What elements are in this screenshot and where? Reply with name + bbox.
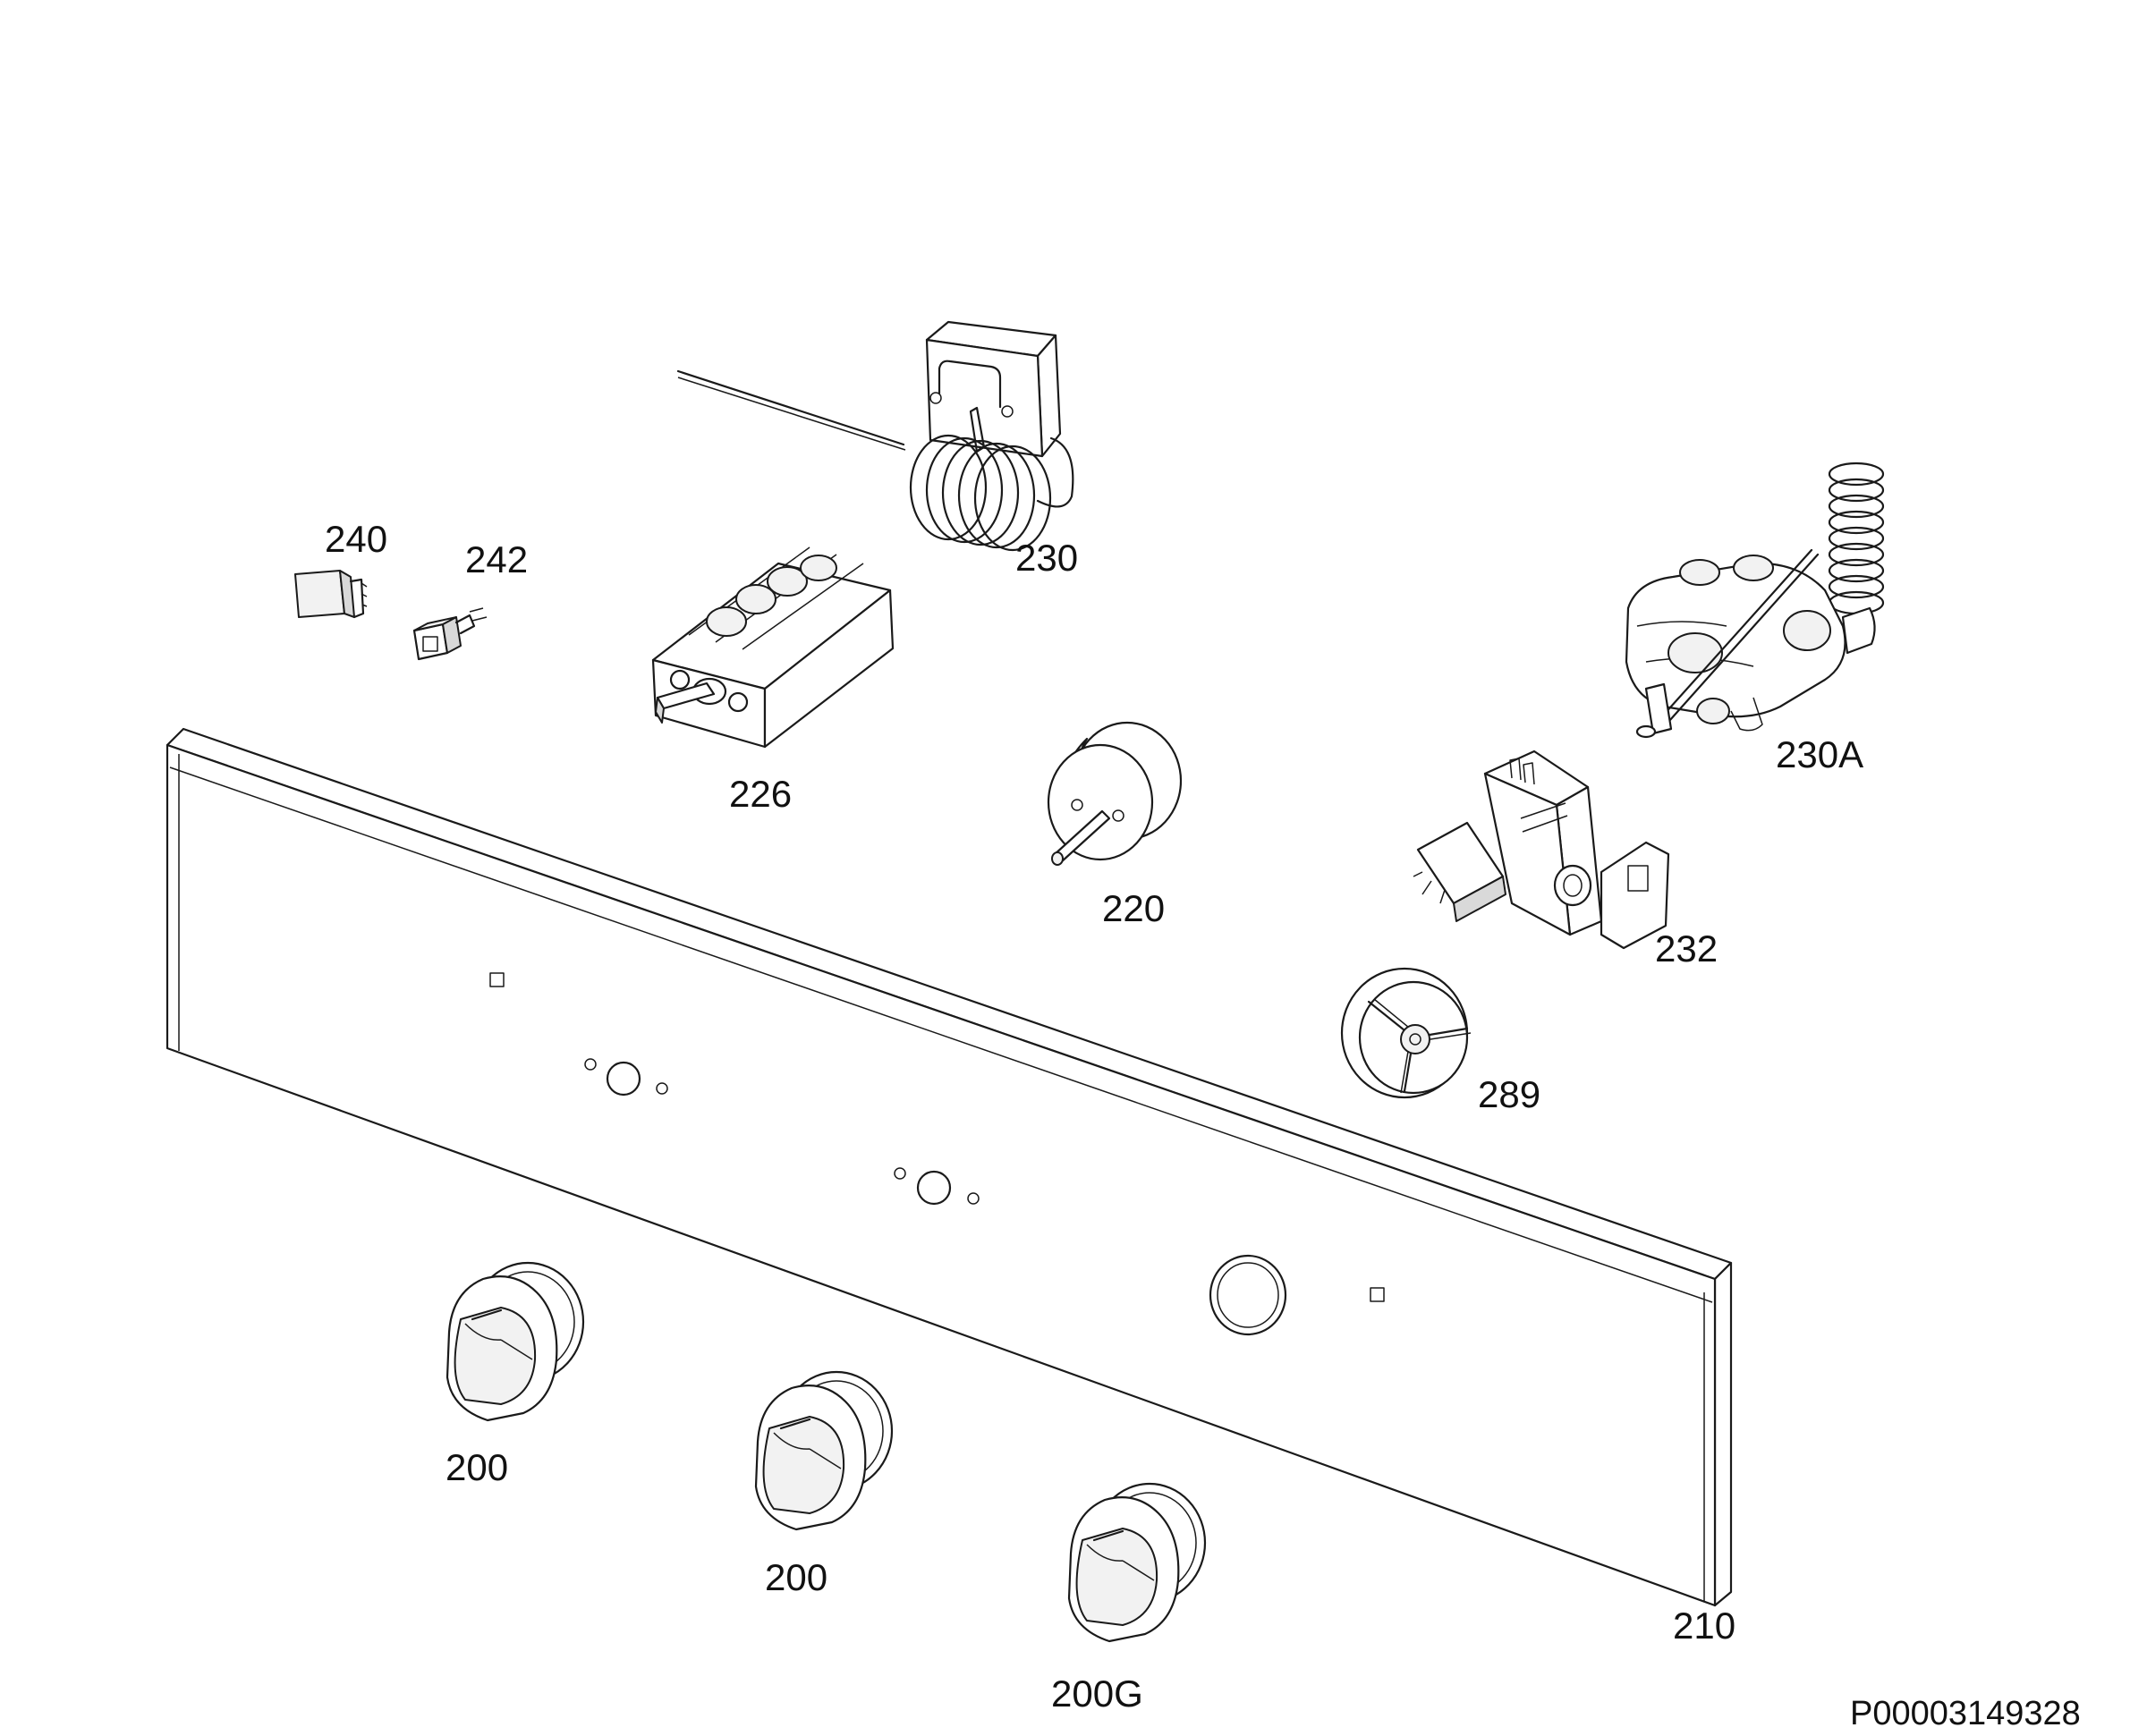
label-289: 289 — [1478, 1073, 1540, 1115]
part-230-thermostat — [676, 320, 1074, 552]
part-226-selector-switch — [651, 546, 895, 749]
label-210: 210 — [1673, 1605, 1735, 1647]
label-200-middle: 200 — [765, 1556, 827, 1598]
part-200g-knob — [1067, 1482, 1207, 1643]
label-240: 240 — [325, 518, 387, 560]
label-200-left: 200 — [446, 1446, 508, 1488]
part-220-bush — [1047, 721, 1183, 866]
label-226: 226 — [729, 773, 792, 815]
document-code: P00003149328 — [1850, 1695, 2081, 1732]
label-220: 220 — [1102, 887, 1165, 929]
label-232: 232 — [1655, 927, 1718, 970]
part-230a-gas-valve — [1625, 462, 1885, 739]
part-240-indicator-lamp — [294, 570, 368, 619]
part-232-micro-switch — [1413, 749, 1670, 950]
part-242-connector — [412, 607, 488, 661]
label-230a: 230A — [1776, 733, 1863, 775]
part-289-knob-insert — [1340, 967, 1472, 1099]
label-200g: 200G — [1051, 1672, 1143, 1715]
label-242: 242 — [465, 538, 528, 580]
part-210-control-panel — [165, 727, 1733, 1607]
part-200-knob-left — [446, 1261, 585, 1422]
part-200-knob-middle — [754, 1370, 894, 1531]
label-230: 230 — [1015, 537, 1078, 579]
